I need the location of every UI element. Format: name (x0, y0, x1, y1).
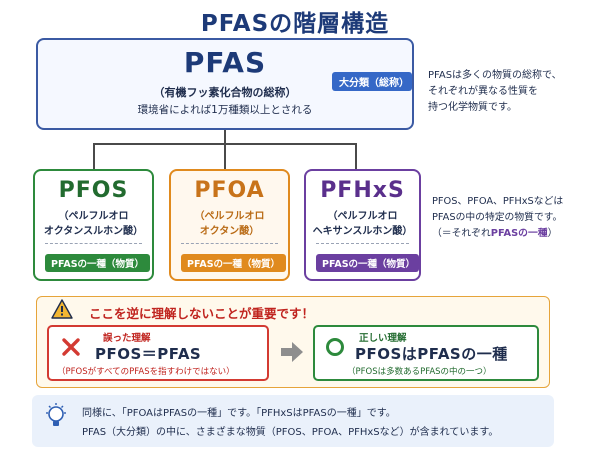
warning-icon (51, 299, 73, 319)
cross-icon (62, 338, 80, 356)
pfos-box: PFOS （ペルフルオロ オクタンスルホン酸） PFASの一種（物質） (33, 169, 154, 281)
pfos-sub1: （ペルフルオロ (58, 211, 129, 222)
correct-note: （PFOSは多数あるPFASの中の一つ） (347, 367, 492, 377)
wrong-note: （PFOSがすべてのPFASを指すわけではない） (57, 367, 235, 377)
side-note-prefix: （＝それぞれ (432, 228, 491, 239)
side-note-line: PFASは多くの物質の総称で、 (428, 70, 562, 81)
info-line-2: PFAS（大分類）の中に、さまざまな物質（PFOS、PFOA、PFHxSなど）が… (82, 427, 499, 438)
wrong-statement: PFOS＝PFAS (95, 345, 202, 363)
pfos-name: PFOS (58, 178, 129, 203)
pfoa-name: PFOA (194, 178, 265, 203)
warning-title: ここを逆に理解しないことが重要です！ (89, 306, 315, 321)
side-note-line: PFASの中の特定の物質です。 (432, 212, 563, 223)
correct-statement: PFOSはPFASの一種 (355, 345, 508, 363)
lightbulb-icon (46, 403, 66, 426)
side-note-line: それぞれが異なる性質を (428, 86, 538, 97)
divider (181, 243, 278, 244)
divider (45, 243, 142, 244)
connector-line (224, 130, 226, 144)
pfos-tag: PFASの一種（物質） (45, 254, 151, 272)
wrong-understanding-box: 誤った理解 PFOS＝PFAS （PFOSがすべてのPFASを指すわけではない） (47, 325, 269, 381)
pfas-name: PFAS (183, 46, 267, 79)
side-note-line: PFOS、PFOA、PFHxSなどは (432, 196, 564, 207)
pfos-sub2: オクタンスルホン酸） (43, 226, 144, 237)
pfhxs-sub1: （ペルフルオロ (327, 211, 398, 222)
divider (316, 243, 409, 244)
pfhxs-box: PFHxS （ペルフルオロ ヘキサンスルホン酸） PFASの一種（物質） (304, 169, 421, 281)
pfhxs-sub2: ヘキサンスルホン酸） (312, 226, 413, 237)
pfas-category-box: PFAS （有機フッ素化合物の総称） 環境省によれば1万種類以上とされる 大分類… (36, 38, 414, 130)
pfoa-tag: PFASの一種（物質） (181, 254, 287, 272)
pfoa-box: PFOA （ペルフルオロ オクタン酸） PFASの一種（物質） (169, 169, 290, 281)
pfhxs-name: PFHxS (320, 178, 405, 203)
side-note-emphasis: PFASの一種 (490, 228, 548, 239)
correct-label: 正しい理解 (359, 333, 407, 344)
connector-line (224, 143, 226, 169)
side-note-suffix: ） (547, 228, 558, 239)
info-panel: 同様に、「PFOAはPFASの一種」です。「PFHxSはPFASの一種」です。 … (32, 395, 554, 447)
pfas-side-note: PFASは多くの物質の総称で、 それぞれが異なる性質を 持つ化学物質です。 (428, 68, 562, 116)
circle-check-icon (326, 338, 344, 356)
side-note-line: 持つ化学物質です。 (428, 102, 517, 113)
pfoa-sub2: オクタン酸） (199, 226, 260, 237)
info-line-1: 同様に、「PFOAはPFASの一種」です。「PFHxSはPFASの一種」です。 (82, 408, 396, 419)
pfoa-sub1: （ペルフルオロ (194, 211, 265, 222)
children-side-note: PFOS、PFOA、PFHxSなどは PFASの中の特定の物質です。 （＝それぞ… (432, 194, 563, 242)
side-note-line: （＝それぞれPFASの一種） (432, 226, 563, 242)
correct-understanding-box: 正しい理解 PFOSはPFASの一種 （PFOSは多数あるPFASの中の一つ） (313, 325, 539, 381)
page-title: PFASの階層構造 (200, 11, 390, 37)
warning-panel: ここを逆に理解しないことが重要です！ 誤った理解 PFOS＝PFAS （PFOS… (36, 296, 550, 388)
pfas-count-note: 環境省によれば1万種類以上とされる (137, 104, 313, 116)
pfas-subtitle: （有機フッ素化合物の総称） (153, 86, 297, 99)
wrong-label: 誤った理解 (103, 333, 151, 344)
category-badge: 大分類（総称） (332, 72, 412, 91)
connector-line (93, 143, 95, 169)
connector-line (355, 143, 357, 169)
arrow-right-icon (281, 342, 303, 362)
pfhxs-tag: PFASの一種（物質） (316, 254, 419, 272)
